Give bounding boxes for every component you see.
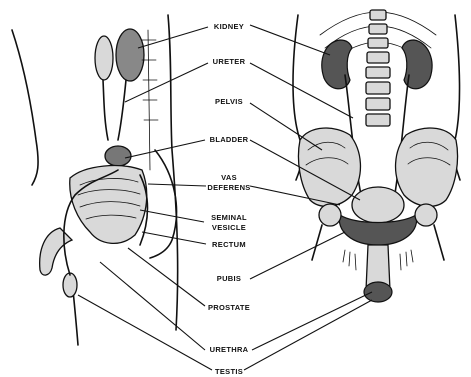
leader-vas-left [148, 184, 206, 186]
side-body-back-contour [168, 15, 178, 330]
leader-kidney-right [250, 25, 330, 55]
label-ureter: URETER [213, 57, 246, 66]
label-deferens: DEFERENS [207, 183, 250, 192]
leader-prostate [128, 248, 205, 306]
label-vesicle: VESICLE [212, 223, 246, 232]
label-pubis: PUBIS [217, 274, 241, 283]
leader-urethra-right [252, 292, 372, 350]
leader-pelvis [250, 103, 322, 150]
side-ureter [103, 80, 126, 140]
side-view-figure [12, 15, 178, 345]
side-kidney-back [95, 36, 113, 80]
label-prostate: PROSTATE [208, 303, 250, 312]
leader-bladder-left [125, 140, 205, 158]
leader-testis-left [78, 295, 212, 370]
label-urethra: URETHRA [210, 345, 249, 354]
label-bladder: BLADDER [210, 135, 249, 144]
front-kidney-right [402, 40, 432, 89]
labels: KIDNEY URETER PELVIS BLADDER VAS DEFEREN… [207, 22, 250, 376]
label-testis: TESTIS [215, 367, 243, 376]
leader-pubis [250, 232, 345, 279]
label-vas: VAS [221, 173, 237, 182]
front-view-figure [293, 10, 460, 302]
front-bladder [352, 187, 404, 223]
front-femur-left [312, 225, 322, 260]
front-spine [366, 10, 390, 126]
side-testis [63, 273, 77, 297]
side-kidney-front [116, 29, 144, 81]
label-kidney: KIDNEY [214, 22, 244, 31]
front-femur-head-left [319, 204, 341, 226]
leader-testis-right [244, 300, 372, 370]
front-femur-right [434, 225, 444, 260]
front-testes [364, 282, 392, 302]
side-body-front-contour [12, 30, 38, 185]
front-femur-head-right [415, 204, 437, 226]
front-pelvis-right [396, 128, 458, 206]
leader-seminal [140, 210, 204, 222]
label-rectum: RECTUM [212, 240, 246, 249]
label-seminal: SEMINAL [211, 213, 247, 222]
side-bladder [105, 146, 131, 166]
label-pelvis: PELVIS [215, 97, 243, 106]
